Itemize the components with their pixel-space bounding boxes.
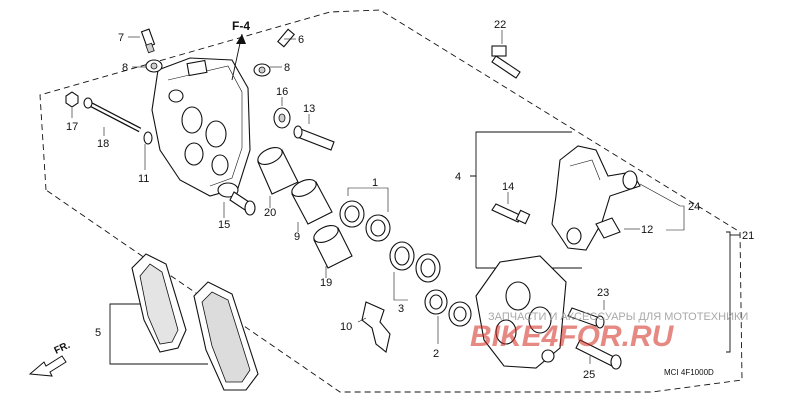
callout-25: 25 xyxy=(583,369,595,381)
bolt-25 xyxy=(575,339,622,370)
piston-9 xyxy=(291,179,333,225)
callout-8b: 8 xyxy=(284,62,290,74)
pad-spring-10 xyxy=(361,301,391,353)
callout-20: 20 xyxy=(264,207,276,219)
callout-14: 14 xyxy=(502,181,514,193)
bleeder-cap-8b xyxy=(253,63,271,77)
callout-1: 1 xyxy=(372,177,378,189)
callout-2: 2 xyxy=(433,348,439,360)
callout-5: 5 xyxy=(95,327,101,339)
callout-leaders xyxy=(71,30,685,364)
callout-8a: 8 xyxy=(122,62,128,74)
boot-16 xyxy=(273,107,291,129)
callout-15: 15 xyxy=(218,219,230,231)
bolt-22 xyxy=(491,45,521,79)
callout-7: 7 xyxy=(118,32,124,44)
callout-19: 19 xyxy=(320,277,332,289)
leader-21 xyxy=(726,231,731,353)
callout-10: 10 xyxy=(340,321,352,333)
caliper-pin-18 xyxy=(83,97,142,133)
washer-11 xyxy=(143,131,153,145)
bolt-14 xyxy=(491,203,531,225)
caliper-bracket xyxy=(551,145,641,251)
pin-13 xyxy=(293,125,335,151)
seal-set-3 xyxy=(389,241,441,283)
piston-20 xyxy=(257,147,299,195)
bleeder-cap-8a xyxy=(145,59,163,73)
seal-set-2 xyxy=(424,289,472,327)
bleeder-screw-7 xyxy=(140,28,156,54)
assembly-frame xyxy=(39,9,743,393)
leader-5 xyxy=(109,303,114,365)
caliper-outer-half xyxy=(475,255,567,369)
piston-19 xyxy=(313,225,353,269)
clip-12 xyxy=(595,217,621,239)
figure-code: MCI 4F1000D xyxy=(664,368,714,377)
watermark-text: ЗАПЧАСТИ И АКСЕССУАРЫ ДЛЯ МОТОТЕХНИКИ xyxy=(488,311,748,323)
seal-set-1 xyxy=(339,200,391,242)
front-direction-arrow: FR. xyxy=(28,340,72,377)
callout-23: 23 xyxy=(597,287,609,299)
callout-13: 13 xyxy=(303,103,315,115)
watermark-logo: BIKE4FOR.RU xyxy=(470,320,675,353)
front-label: FR. xyxy=(53,340,72,357)
caliper-body xyxy=(151,57,251,197)
brake-pad-inner xyxy=(131,253,187,353)
callout-21: 21 xyxy=(742,230,754,242)
callout-24: 24 xyxy=(688,201,700,213)
callout-11: 11 xyxy=(138,173,149,185)
callout-4: 4 xyxy=(455,171,461,183)
reference-arrow-head xyxy=(236,34,246,44)
bleeder-screw-6 xyxy=(277,28,295,48)
reference-label: F-4 xyxy=(232,19,250,33)
leader-4 xyxy=(470,131,480,177)
nut-17 xyxy=(65,91,79,108)
bolt-23 xyxy=(567,307,605,329)
callout-12: 12 xyxy=(641,224,653,236)
callout-18: 18 xyxy=(97,138,109,150)
callout-9: 9 xyxy=(294,231,300,243)
fitting-15 xyxy=(217,182,256,216)
callout-17: 17 xyxy=(66,121,78,133)
callout-3: 3 xyxy=(398,303,404,315)
callout-6: 6 xyxy=(298,34,304,46)
callout-16: 16 xyxy=(276,86,288,98)
brake-pad-outer xyxy=(193,281,259,391)
callout-22: 22 xyxy=(494,19,506,31)
